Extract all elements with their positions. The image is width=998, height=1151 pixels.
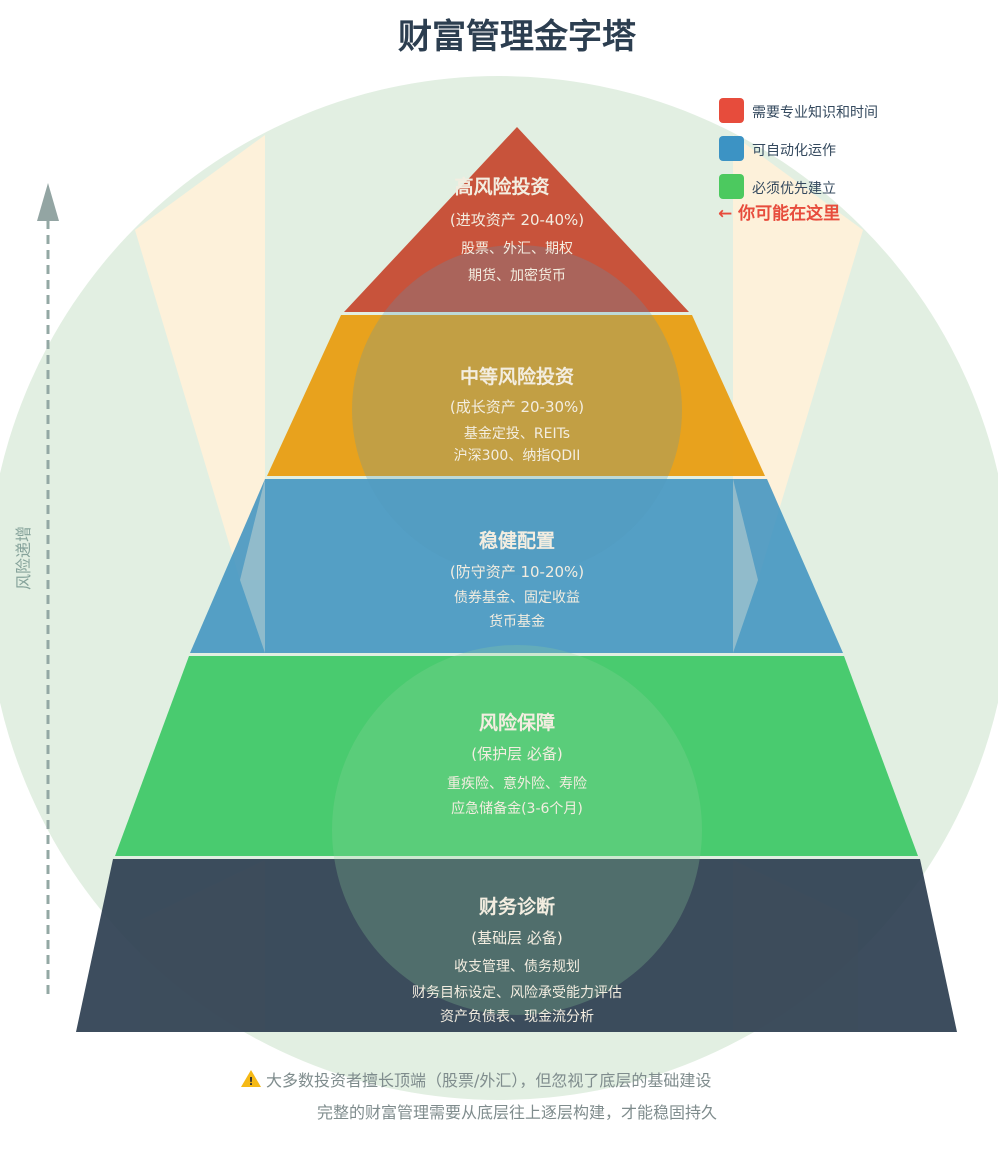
layer-detail: 财务目标设定、风险承受能力评估 <box>412 985 622 1001</box>
layer-detail: 股票、外汇、期权 <box>461 241 573 257</box>
layer-title: 风险保障 <box>479 711 555 734</box>
layer-detail: 资产负债表、现金流分析 <box>440 1009 594 1025</box>
arrow-up-icon <box>37 183 59 221</box>
layer-protection <box>115 656 918 856</box>
legend-swatch-blue <box>719 136 744 161</box>
footer-note: ! 大多数投资者擅长顶端（股票/外汇），但忽视了底层的基础建设 完整的财富管理需… <box>241 1070 717 1122</box>
legend-label: 可自动化运作 <box>752 143 836 159</box>
layer-subtitle: (防守资产 10-20%) <box>450 563 584 581</box>
layer-detail: 债券基金、固定收益 <box>454 589 580 606</box>
layer-detail: 沪深300、纳指QDII <box>454 448 581 464</box>
layer-subtitle: (基础层 必备) <box>471 929 562 947</box>
layer-title: 高风险投资 <box>454 175 549 198</box>
layer-detail: 期货、加密货币 <box>468 267 566 284</box>
layer-detail: 货币基金 <box>489 613 545 630</box>
page-title: 财富管理金字塔 <box>398 17 637 57</box>
warning-icon <box>241 1070 261 1087</box>
footer-line-2: 完整的财富管理需要从底层往上逐层构建，才能稳固持久 <box>317 1103 717 1122</box>
footer-line-1: 大多数投资者擅长顶端（股票/外汇），但忽视了底层的基础建设 <box>266 1071 711 1090</box>
overlay-circle-bottom <box>332 645 702 1015</box>
layer-title: 财务诊断 <box>479 895 555 918</box>
you-are-here-label: ← 你可能在这里 <box>718 203 840 224</box>
right-beam <box>733 135 863 580</box>
right-beam-overlay <box>733 479 758 653</box>
layer-subtitle: (保护层 必备) <box>471 745 562 763</box>
left-beam-overlay <box>240 479 265 653</box>
warning-icon-mark: ! <box>248 1075 253 1088</box>
layer-title: 中等风险投资 <box>460 365 574 388</box>
layer-detail: 重疾险、意外险、寿险 <box>447 775 587 792</box>
risk-axis-label: 风险递增 <box>14 526 33 590</box>
layer-diagnosis <box>76 859 957 1032</box>
legend-swatch-red <box>719 98 744 123</box>
legend-label: 必须优先建立 <box>752 181 836 197</box>
layer-subtitle: (进攻资产 20-40%) <box>450 211 584 229</box>
legend: 需要专业知识和时间 可自动化运作 必须优先建立 ← 你可能在这里 <box>718 98 878 224</box>
layer-high-risk <box>344 127 689 312</box>
layer-detail: 应急储备金(3-6个月) <box>451 800 583 817</box>
layer-detail: 基金定投、REITs <box>464 425 570 442</box>
layer-subtitle: (成长资产 20-30%) <box>450 398 584 416</box>
layer-stable <box>190 479 843 653</box>
layer-detail: 收支管理、债务规划 <box>454 959 580 975</box>
layer-labels: 高风险投资 (进攻资产 20-40%) 股票、外汇、期权 期货、加密货币 中等风… <box>412 175 622 1025</box>
layer-medium-risk <box>267 315 765 476</box>
legend-swatch-green <box>719 174 744 199</box>
overlay-circle-top <box>352 245 682 575</box>
legend-label: 需要专业知识和时间 <box>752 104 878 121</box>
layer-title: 稳健配置 <box>479 529 555 552</box>
left-beam <box>135 135 265 580</box>
